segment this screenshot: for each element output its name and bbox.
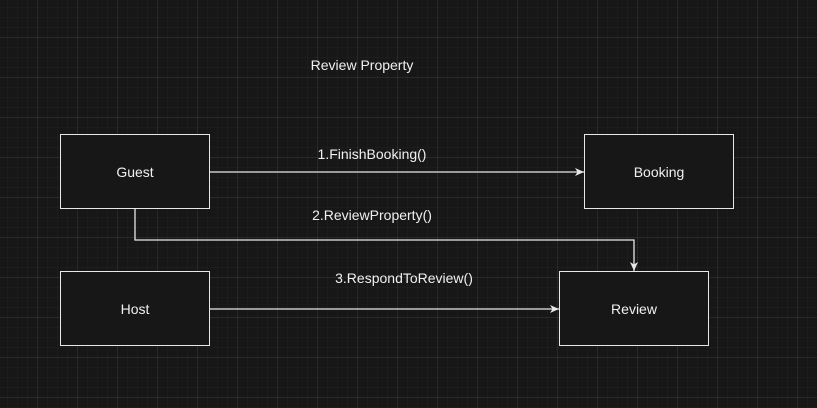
edge-label-finish-booking: 1.FinishBooking() [317, 146, 427, 162]
edge-label-review-property: 2.ReviewProperty() [312, 207, 432, 223]
diagram-title: Review Property [310, 57, 414, 73]
node-review[interactable]: Review [559, 271, 709, 346]
edge-review-property [134, 209, 638, 271]
node-host[interactable]: Host [60, 271, 210, 346]
node-guest[interactable]: Guest [60, 134, 210, 209]
node-booking-label: Booking [633, 163, 685, 180]
edge-label-respond-to-review: 3.RespondToReview() [335, 270, 473, 286]
node-review-label: Review [611, 300, 657, 317]
node-guest-label: Guest [116, 163, 154, 180]
node-booking[interactable]: Booking [584, 134, 734, 209]
node-host-label: Host [120, 300, 150, 317]
